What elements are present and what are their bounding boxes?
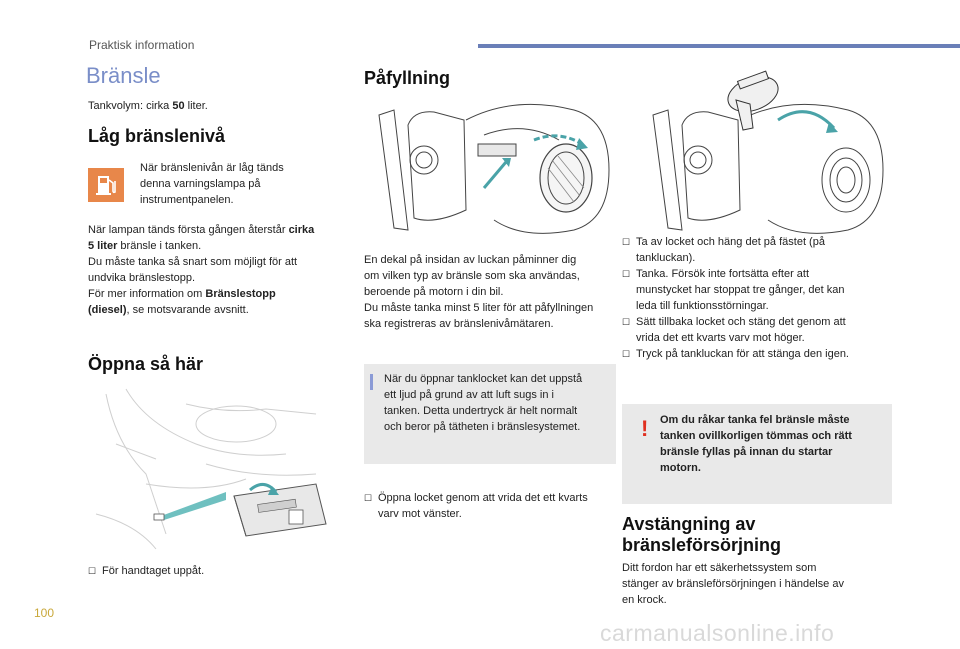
step-item: Ta av locket och häng det på fästet (påt… [622,234,897,266]
low-fuel-body: När lampan tänds första gången återstår … [88,224,315,316]
watermark: carmanualsonline.info [600,620,835,646]
header-rule [478,44,960,48]
open-cap-step: Öppna locket genom att vrida det ett kva… [364,490,960,522]
low-fuel-heading: Låg bränslenivå [88,126,226,146]
step-item: Sätt tillbaka locket och stäng det genom… [622,314,897,346]
shutoff-heading: Avstängning av bränsleförsörjning [622,514,782,555]
shutoff-text: Ditt fordon har ett säkerhetssystem som … [622,562,844,606]
warning-box [622,404,892,504]
info-bar-icon [370,374,373,390]
refuel-heading: Påfyllning [364,68,451,88]
step-item: Tanka. Försök inte fortsätta efter attmu… [622,266,897,314]
warning-text: Om du råkar tanka fel bränsle måste tank… [660,414,852,474]
page-title: Bränsle [86,63,161,88]
step-item: Tryck på tankluckan för att stänga den i… [622,346,897,362]
refuel-steps: Ta av locket och häng det på fästet (påt… [622,234,897,362]
open-heading: Öppna så här [88,354,204,374]
lamp-text: När bränslenivån är låg tänds denna varn… [140,162,284,206]
tank-volume: Tankvolym: cirka 50 liter. [88,100,208,112]
fuel-cap-hanging-illustration [652,70,884,234]
info-box [364,364,616,464]
open-step: För handtaget uppåt. [88,563,960,579]
info-text: När du öppnar tanklocket kan det uppstå … [384,373,583,433]
fuel-pump-icon [88,168,124,202]
section-label: Praktisk information [89,38,195,52]
release-lever-illustration [95,388,327,550]
page-number: 100 [34,606,55,620]
exclamation-icon: ! [641,416,649,441]
refuel-intro: En dekal på insidan av luckan påminner d… [364,254,594,330]
fuel-flap-illustration [378,103,610,234]
